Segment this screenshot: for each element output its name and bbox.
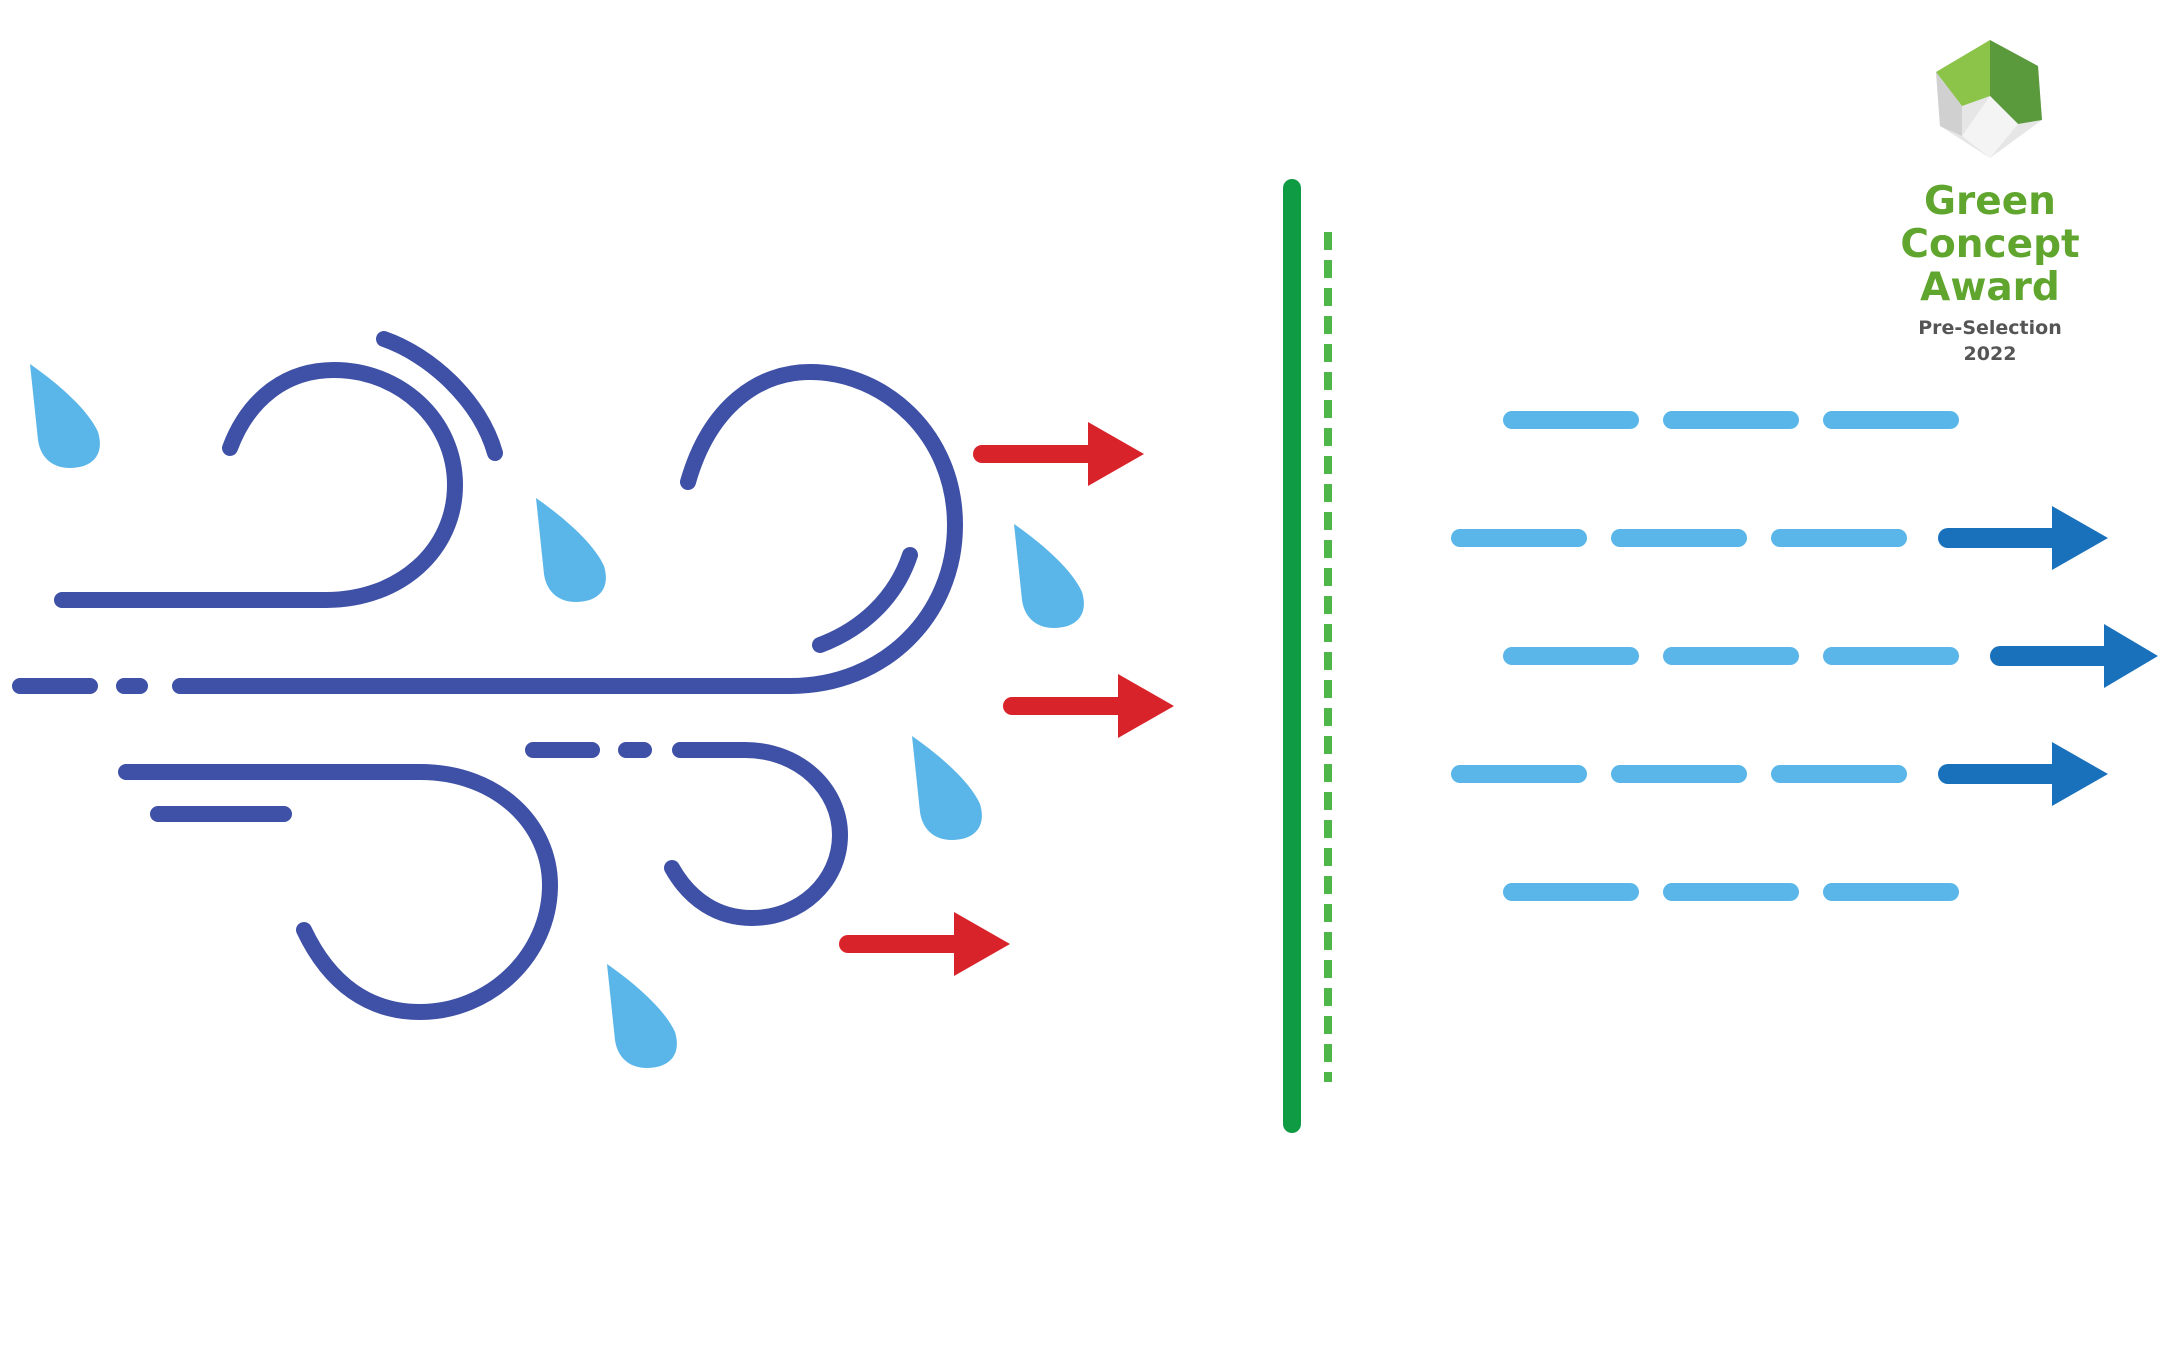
badge-title-line1: Green bbox=[1924, 179, 2056, 224]
wind-gust-icon bbox=[12, 331, 964, 1021]
badge-subtitle-text: Pre-Selection bbox=[1918, 317, 2062, 339]
blocked-airflow-arrow-icon bbox=[839, 422, 1174, 976]
breathable-airflow-arrow-icon bbox=[1938, 506, 2158, 806]
green-concept-award-badge: Green Concept Award Pre-Selection 2022 bbox=[1880, 36, 2100, 367]
badge-title-line3: Award bbox=[1920, 265, 2060, 310]
membrane-barrier-icon bbox=[1283, 179, 1332, 1133]
rain-drop-icon bbox=[30, 364, 1084, 1068]
badge-title-line2: Concept bbox=[1900, 222, 2080, 267]
breathable-airflow-dashes bbox=[1451, 411, 1959, 901]
green-concept-cube-icon bbox=[1936, 40, 2042, 158]
badge-subtitle: Pre-Selection 2022 bbox=[1880, 315, 2100, 367]
badge-title: Green Concept Award bbox=[1880, 180, 2100, 309]
badge-year: 2022 bbox=[1963, 343, 2017, 365]
